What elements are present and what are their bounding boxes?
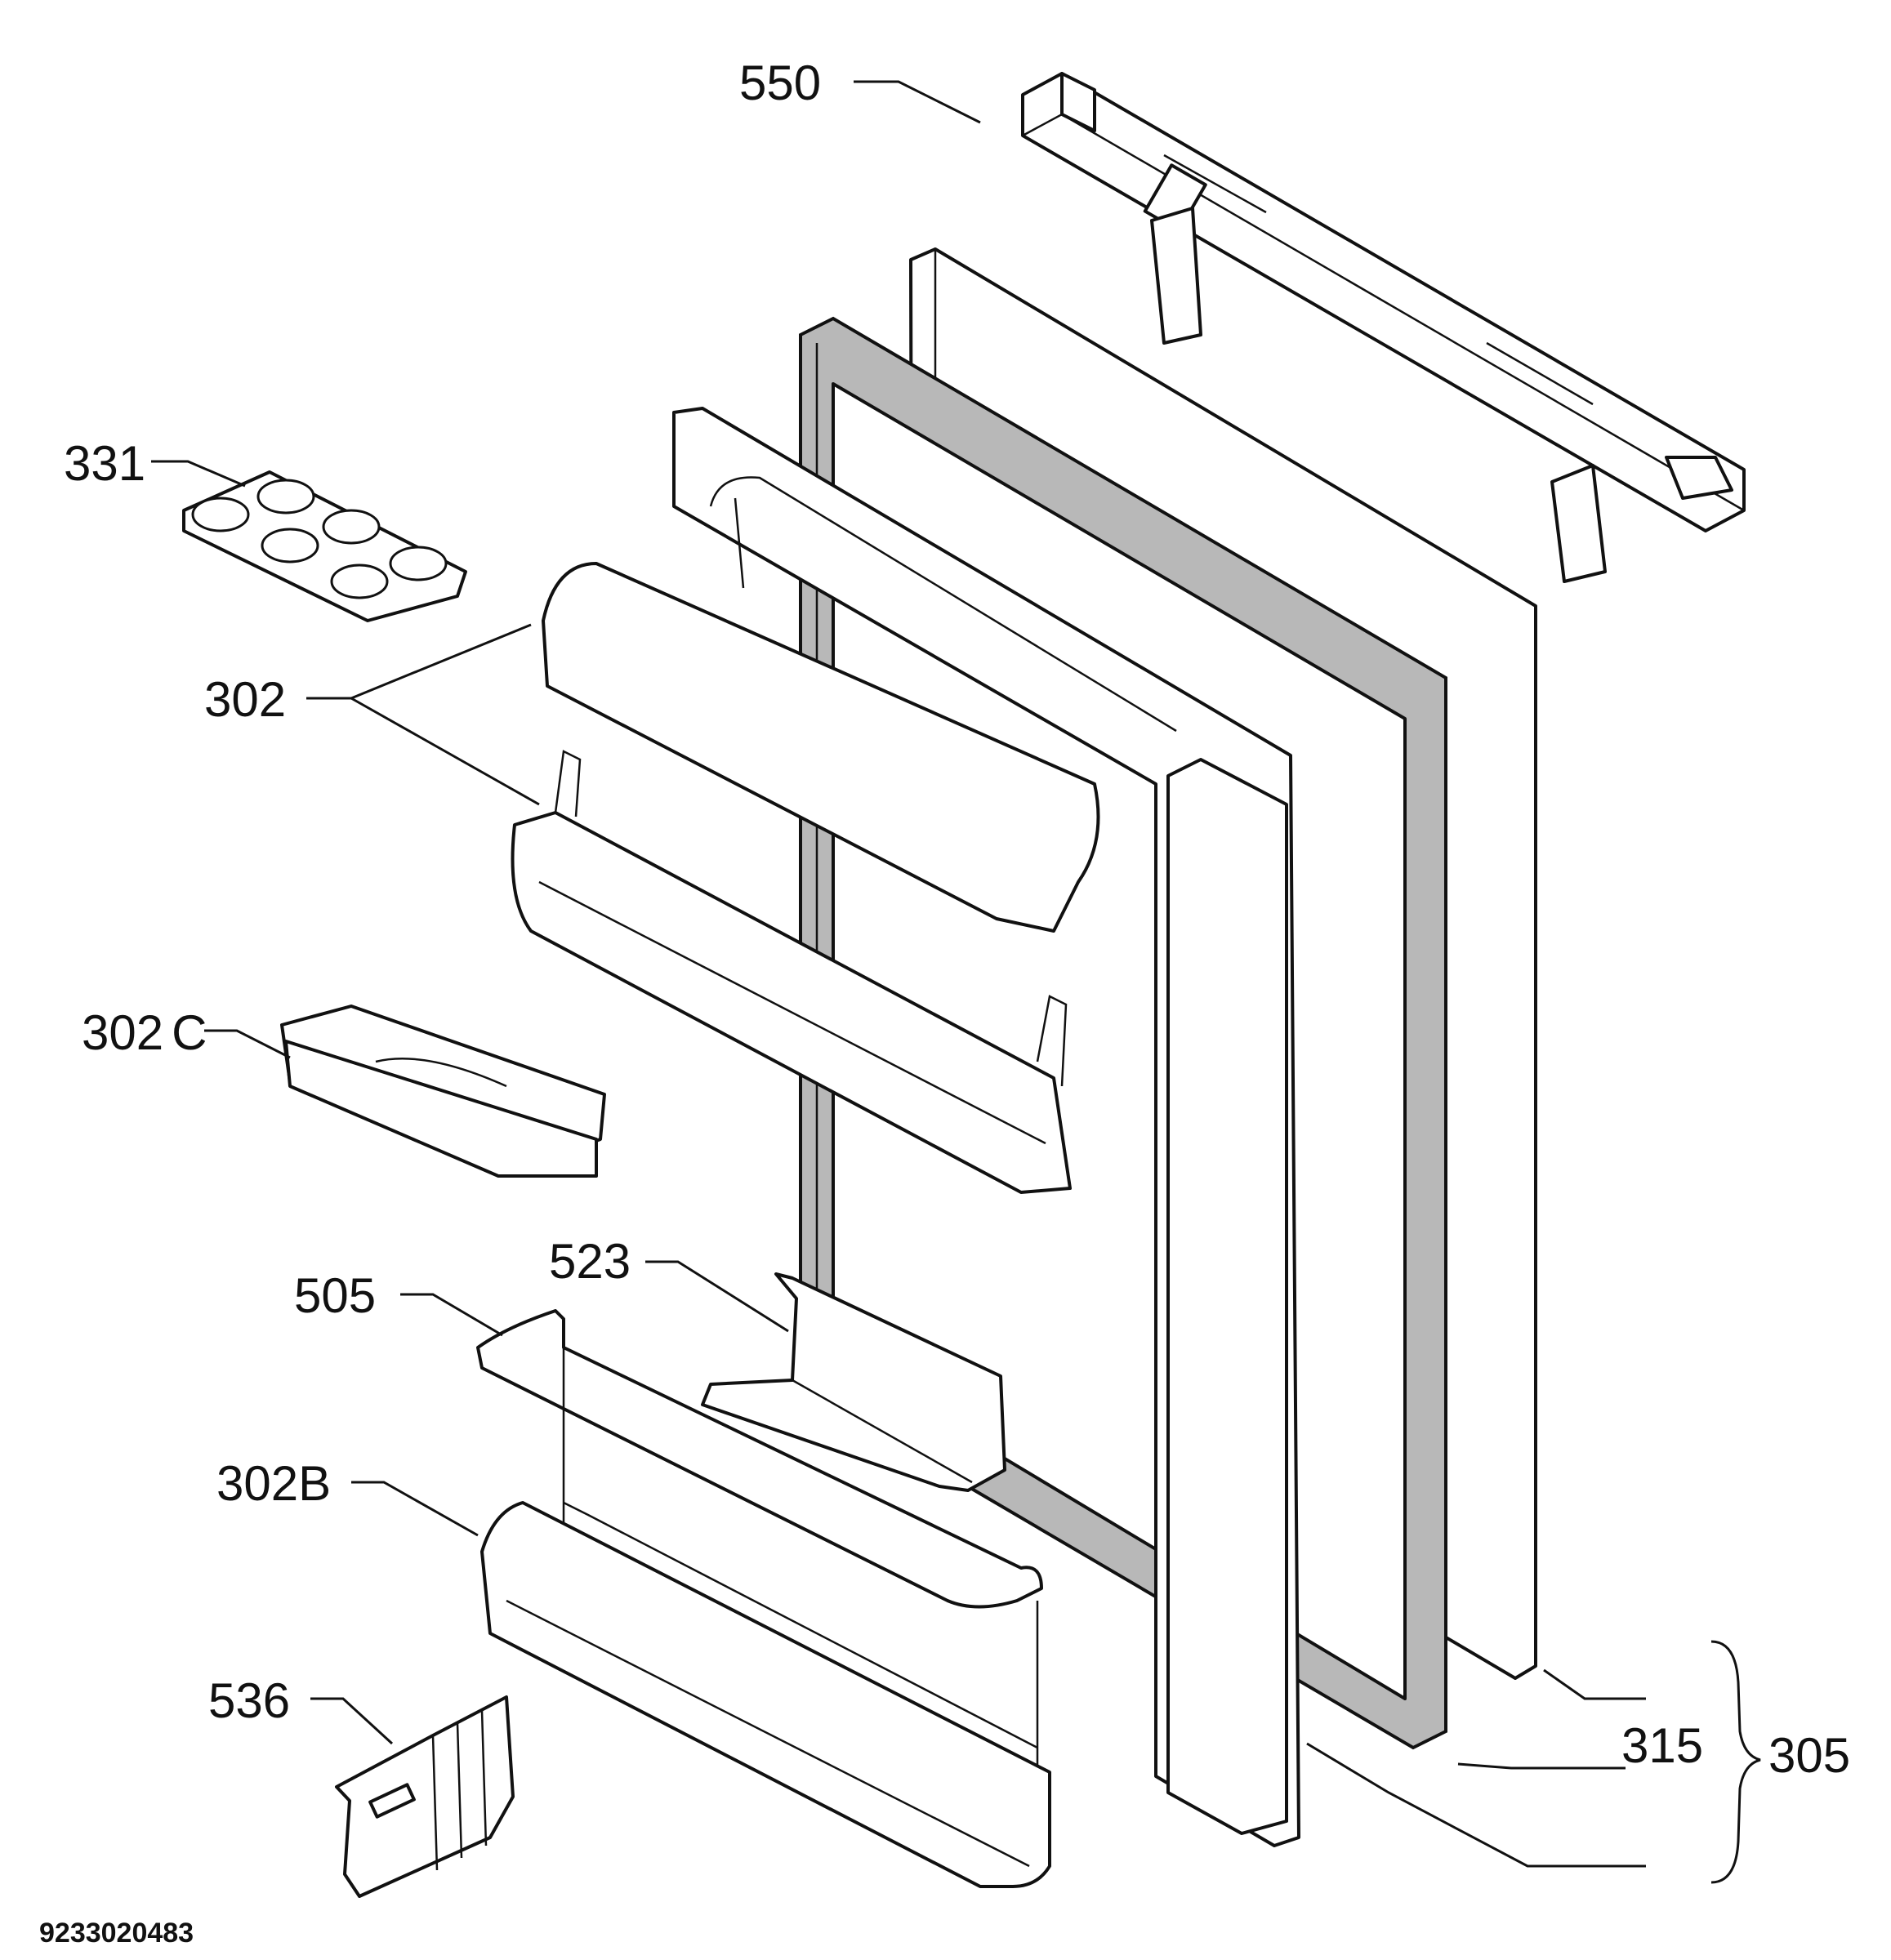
callout-305: 305 [1768,1728,1850,1783]
part-550-hinge-bar [1021,72,1746,583]
callout-536: 536 [208,1673,290,1728]
door-inner-liner [672,407,1300,1847]
callout-302b: 302B [216,1456,331,1511]
callout-302c-number: 302 [82,1005,163,1060]
callout-302c-suffix: C [172,1005,207,1060]
callout-523: 523 [549,1234,631,1289]
leader-lines [151,80,1761,1884]
part-536-bottle-holder [335,1695,515,1898]
drawing-number: 9233020483 [39,1918,194,1949]
part-302c-dairy-box [280,1004,606,1178]
callout-302: 302 [204,672,286,727]
part-302-upper-door-shelf [511,562,1100,1194]
part-523-divider [701,1272,1006,1492]
callout-331: 331 [64,436,145,491]
callout-505: 505 [294,1268,376,1323]
callout-315: 315 [1621,1718,1703,1773]
callout-550: 550 [739,56,821,110]
part-302b-lower-door-shelf [480,1501,1051,1888]
part-331-egg-tray [182,470,467,622]
part-505-bottle-rail [476,1309,1043,1780]
